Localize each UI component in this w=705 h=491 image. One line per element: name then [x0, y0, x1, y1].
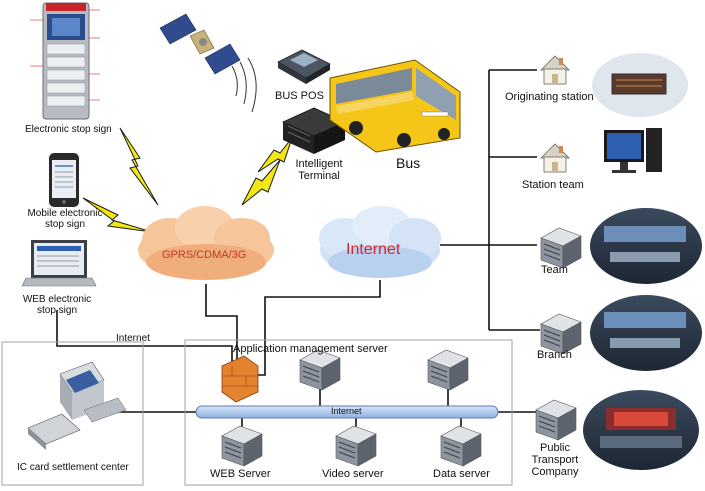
bus-pos-label: BUS POS: [275, 90, 324, 102]
web-stop-sign-line1: WEB electronic: [22, 294, 92, 305]
originating-station-label: Originating station: [505, 91, 594, 103]
phone-icon: [49, 153, 79, 207]
intelligent-terminal-line2: Terminal: [298, 170, 340, 182]
web-stop-sign-line2: stop sign: [36, 305, 78, 316]
web-server-label: WEB Server: [210, 468, 271, 480]
company-photo: [583, 390, 699, 470]
bus-label: Bus: [396, 155, 421, 171]
internet-cloud: [319, 206, 441, 278]
team-photo: [590, 208, 702, 284]
internet-link-label: Internet: [116, 333, 150, 344]
gprs-label: GPRS/CDMA/3G: [162, 249, 247, 261]
web-stop-sign-label: WEB electronic stop sign: [12, 294, 102, 316]
branch-photo: [590, 295, 702, 371]
internet-bus-label: Internet: [331, 406, 362, 416]
mobile-stop-sign-line1: Mobile electronic: [27, 208, 103, 219]
bus-icon: [329, 59, 461, 153]
team-label: Team: [541, 264, 568, 276]
intelligent-terminal-line1: Intelligent: [295, 158, 343, 170]
public-transport-line2: Transport: [531, 454, 579, 466]
satellite-icon: [159, 13, 257, 113]
monitor-icon: [604, 128, 662, 173]
public-transport-line1: Public: [540, 442, 570, 454]
internet-cloud-label: Internet: [346, 241, 401, 258]
originating-station-photo: [592, 53, 688, 117]
video-server-label: Video server: [322, 468, 384, 480]
laptop-icon: [21, 240, 97, 287]
lightning-bolts: [82, 127, 293, 233]
gprs-cloud: [138, 206, 274, 280]
kiosk-icon: [30, 2, 100, 120]
electronic-stop-sign-label: Electronic stop sign: [25, 124, 112, 135]
firewall-icon: [221, 355, 259, 403]
building-icons: [540, 227, 582, 355]
station-team-label: Station team: [522, 179, 584, 191]
house-icon: [540, 55, 570, 173]
data-server-label: Data server: [433, 468, 490, 480]
mobile-stop-sign-label: Mobile electronic stop sign: [20, 208, 110, 230]
public-transport-label: Public Transport Company: [520, 442, 590, 478]
ic-card-center-box: [1, 341, 144, 486]
pc-icon: [27, 361, 127, 450]
ic-card-center-label: IC card settlement center: [17, 462, 129, 473]
intelligent-terminal-label: Intelligent Terminal: [284, 158, 354, 182]
branch-label: Branch: [537, 349, 572, 361]
app-management-label: Application management server: [233, 343, 388, 355]
mobile-stop-sign-line2: stop sign: [44, 219, 86, 230]
bus-pos-icon: [277, 49, 331, 84]
internet-network-bar: [195, 405, 499, 419]
server-cluster-box: [184, 339, 513, 486]
public-transport-line3: Company: [531, 466, 579, 478]
